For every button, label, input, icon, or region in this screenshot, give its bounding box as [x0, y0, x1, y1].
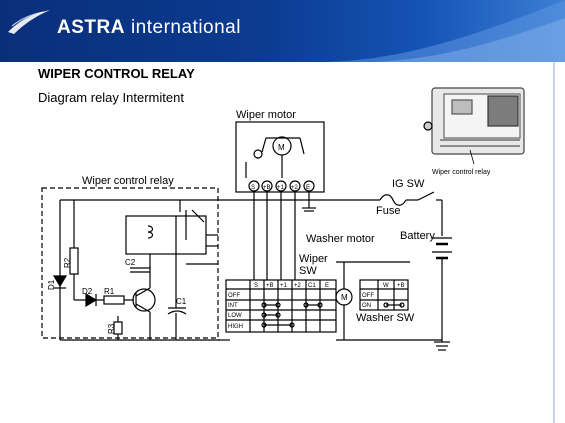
header-curve-decoration — [315, 0, 565, 62]
terminal-s: S — [251, 185, 255, 191]
washer-motor-symbol-text: M — [341, 293, 348, 302]
wiper-sw-header-c1: C1 — [308, 283, 316, 289]
component-d1: D1 — [47, 279, 56, 290]
component-r2: R2 — [63, 257, 72, 268]
component-c1: C1 — [176, 297, 187, 306]
wiper-sw-header-e: E — [325, 283, 329, 289]
washer-sw-row-off: OFF — [362, 293, 374, 299]
wiper-sw-label-1: Wiper — [299, 253, 328, 265]
wiper-sw-header-plus-b: +B — [266, 283, 274, 289]
battery-label: Battery — [400, 230, 435, 242]
wiper-control-relay-label: Wiper control relay — [82, 175, 174, 187]
ig-sw-label: IG SW — [392, 178, 425, 190]
relay-photo — [423, 87, 525, 165]
component-r3: R3 — [107, 323, 116, 334]
astra-swoosh-logo-icon — [8, 10, 50, 34]
wiper-sw-label-2: SW — [299, 265, 317, 277]
terminal-plus-2: +2 — [291, 185, 299, 191]
component-d2: D2 — [82, 287, 93, 296]
terminal-plus-1: +1 — [277, 185, 285, 191]
washer-sw-label: Washer SW — [356, 312, 415, 324]
component-c2: C2 — [125, 258, 136, 267]
wiper-sw-row-high: HIGH — [228, 324, 243, 330]
wiper-sw-row-low: LOW — [228, 313, 242, 319]
washer-sw-header-w: W — [383, 283, 389, 289]
terminal-e: E — [306, 185, 310, 191]
brand-main: ASTRA — [57, 17, 125, 38]
brand-sub: international — [130, 17, 241, 38]
fuse-label: Fuse — [376, 205, 400, 217]
relay-photo-label: Wiper control relay — [432, 169, 491, 176]
wiper-sw-row-off: OFF — [228, 293, 240, 299]
wiper-motor-symbol-text: M — [278, 143, 285, 152]
wiper-sw-header-s: S — [254, 283, 258, 289]
slide-title: WIPER CONTROL RELAY — [38, 66, 195, 81]
component-r1: R1 — [104, 287, 115, 296]
washer-sw-header-plus-b: +B — [397, 283, 405, 289]
wiper-motor-label: Wiper motor — [236, 109, 296, 121]
right-edge-divider — [553, 62, 555, 423]
washer-sw-row-on: ON — [362, 303, 371, 309]
wiper-sw-header-plus-1: +1 — [280, 283, 288, 289]
slide-subtitle: Diagram relay Intermitent — [38, 90, 184, 105]
washer-motor-label: Washer motor — [306, 233, 375, 245]
terminal-plus-b: +B — [263, 185, 271, 191]
wiper-sw-row-int: INT — [228, 303, 238, 309]
wiper-sw-header-plus-2: +2 — [294, 283, 302, 289]
